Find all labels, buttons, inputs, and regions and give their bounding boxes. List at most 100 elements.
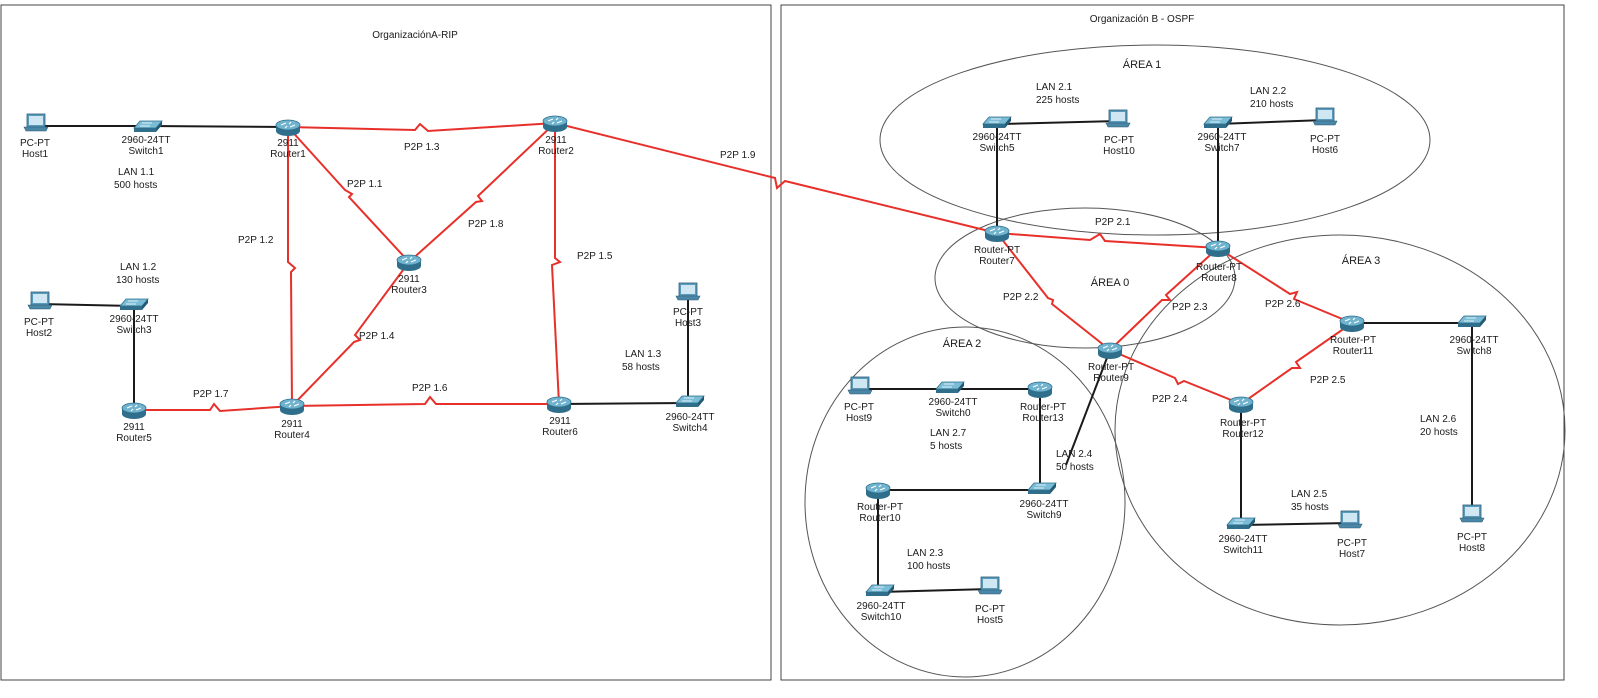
router4-router-icon[interactable] [279,398,305,416]
switch4-switch-icon[interactable] [675,395,705,408]
link-router8-router11 [1217,247,1353,324]
router11-router-icon[interactable] [1339,315,1365,333]
router8-router-icon[interactable] [1205,240,1231,258]
host1-pc-icon[interactable] [23,113,49,132]
p2p-2-3-label: P2P 2.3 [1172,302,1208,313]
area-1-ellipse [879,44,1431,236]
router3-router-icon[interactable] [396,254,422,272]
link-router2-router6 [550,123,562,405]
router9-router-icon[interactable] [1097,342,1123,360]
area-2-label: ÁREA 2 [943,337,982,350]
host5-pc-icon[interactable] [977,576,1003,595]
org-a-title: OrganizaciónA-RIP [372,30,458,41]
switch10-switch-icon[interactable] [865,584,895,597]
area-2-ellipse [804,326,1126,678]
link-router8-router9 [1109,247,1219,351]
switch0-switch-icon[interactable] [935,381,965,394]
p2p-1-1-label: P2P 1.1 [347,179,383,190]
area-0-ellipse [934,207,1236,349]
p2p-2-2-label: P2P 2.2 [1003,292,1039,303]
area-3-ellipse [1114,234,1566,626]
switch11-switch-icon[interactable] [1226,517,1256,530]
host6-pc-icon[interactable] [1312,107,1338,126]
link-router3-router4 [291,261,410,407]
ethernet-links [36,119,1473,593]
org-a-frame [0,4,772,681]
p2p-1-4-label: P2P 1.4 [359,331,395,342]
link-switch10-host5 [877,588,991,593]
link-router1-router3 [287,126,410,263]
link-router1-router2 [287,122,556,133]
link-router11-router12 [1240,322,1353,405]
p2p-labels: P2P 1.1 P2P 1.2 P2P 1.3 P2P 1.4 P2P 1.5 … [193,142,1346,405]
link-router7-router8 [996,232,1219,249]
p2p-2-1-label: P2P 2.1 [1095,217,1131,228]
p2p-1-9-label: P2P 1.9 [720,150,756,161]
area-1-label: ÁREA 1 [1123,58,1162,71]
router13-router-icon[interactable] [1027,381,1053,399]
org-b-frame [780,4,1565,681]
host8-pc-icon[interactable] [1459,504,1485,523]
host2-pc-icon[interactable] [27,291,53,310]
switch8-switch-icon[interactable] [1457,315,1487,328]
router6-router-icon[interactable] [546,396,572,414]
link-router9-router12 [1109,349,1242,405]
link-router1-router4 [287,127,297,407]
router7-router-icon[interactable] [984,225,1010,243]
switch5-switch-icon[interactable] [982,116,1012,129]
link-switch1-router1 [147,125,289,128]
router12-router-icon[interactable] [1228,396,1254,414]
switch7-switch-icon[interactable] [1203,116,1233,129]
p2p-1-7-label: P2P 1.7 [193,389,229,400]
p2p-2-6-label: P2P 2.6 [1265,299,1301,310]
router1-router-icon[interactable] [275,119,301,137]
link-host2-switch3 [39,303,135,307]
switch1-switch-icon[interactable] [133,120,163,133]
router10-router-icon[interactable] [865,482,891,500]
p2p-2-5-label: P2P 2.5 [1310,375,1346,386]
host9-pc-icon[interactable] [847,376,873,395]
router2-router-icon[interactable] [542,115,568,133]
switch3-switch-icon[interactable] [119,298,149,311]
link-switch5-host10 [1000,120,1119,125]
org-b-title: Organización B - OSPF [1090,14,1194,25]
router5-router-icon[interactable] [121,402,147,420]
link-router4-router6 [291,395,559,407]
serial-links [134,122,1353,413]
p2p-1-8-label: P2P 1.8 [468,219,504,230]
host7-pc-icon[interactable] [1337,510,1363,529]
p2p-1-6-label: P2P 1.6 [412,383,448,394]
switch9-switch-icon[interactable] [1027,482,1057,495]
host10-pc-icon[interactable] [1105,109,1131,128]
host3-pc-icon[interactable] [675,282,701,301]
